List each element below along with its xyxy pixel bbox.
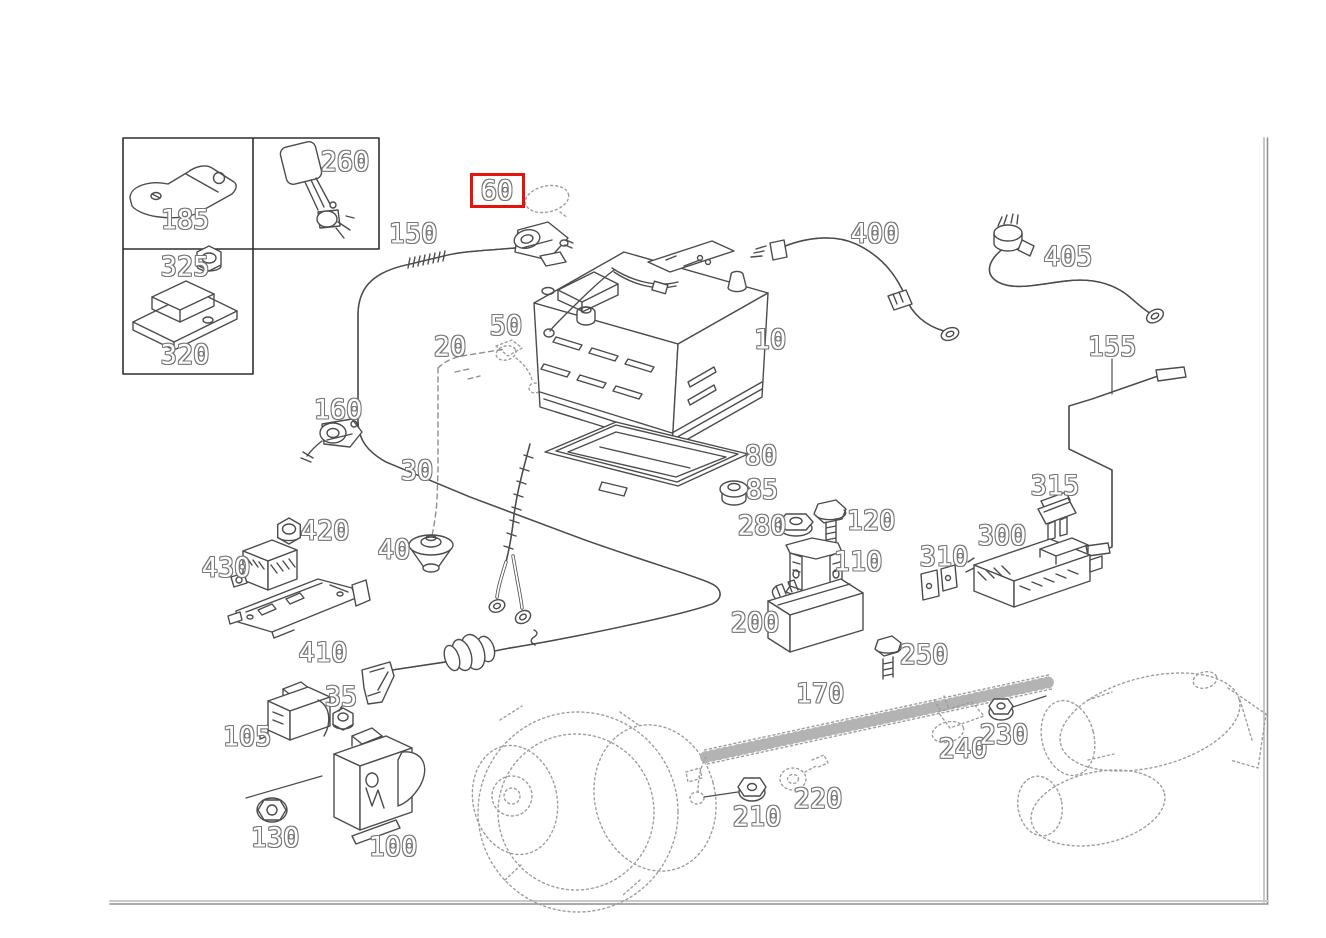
fuse-315 bbox=[1037, 491, 1077, 541]
callout-200[interactable]: 200 bbox=[730, 607, 780, 639]
callout-300[interactable]: 300 bbox=[977, 520, 1027, 552]
cable-170-ghost bbox=[685, 674, 1056, 805]
cable-boot bbox=[443, 629, 538, 672]
callout-430[interactable]: 430 bbox=[201, 552, 251, 584]
bracket-box-200 bbox=[767, 578, 864, 653]
clamp-60-ghost bbox=[524, 184, 570, 219]
callout-315[interactable]: 315 bbox=[1030, 470, 1080, 502]
callout-100[interactable]: 100 bbox=[368, 831, 418, 863]
nut-325 bbox=[196, 245, 222, 272]
terminal-cover-100 bbox=[245, 727, 426, 845]
callout-10[interactable]: 10 bbox=[753, 324, 787, 356]
battery-10 bbox=[533, 240, 769, 449]
callout-250[interactable]: 250 bbox=[899, 639, 949, 671]
callout-220[interactable]: 220 bbox=[793, 783, 843, 815]
callout-120[interactable]: 120 bbox=[846, 505, 896, 537]
fuse-links-310 bbox=[920, 564, 958, 601]
elbow-connector bbox=[361, 661, 395, 705]
bolt-120 bbox=[813, 499, 847, 547]
callout-280[interactable]: 280 bbox=[737, 510, 787, 542]
callout-50[interactable]: 50 bbox=[489, 310, 523, 342]
callout-130[interactable]: 130 bbox=[250, 822, 300, 854]
terminal-cover-105 bbox=[259, 681, 331, 741]
callout-80[interactable]: 80 bbox=[744, 440, 778, 472]
connector-260 bbox=[279, 140, 355, 239]
bolt-250 bbox=[874, 635, 902, 680]
cable-400 bbox=[750, 238, 960, 342]
callout-230[interactable]: 230 bbox=[979, 719, 1029, 751]
callout-325[interactable]: 325 bbox=[160, 251, 210, 283]
cable-405 bbox=[989, 213, 1165, 324]
bracket-185 bbox=[129, 165, 237, 219]
callout-30[interactable]: 30 bbox=[400, 455, 434, 487]
nut-280 bbox=[778, 513, 814, 537]
inset-table bbox=[122, 137, 380, 375]
clamp-160 bbox=[300, 418, 363, 463]
cable-150 bbox=[358, 246, 720, 673]
nut-420 bbox=[277, 517, 301, 545]
battery-tray-80 bbox=[544, 421, 749, 497]
callout-310[interactable]: 310 bbox=[919, 541, 969, 573]
viewport-frame bbox=[109, 137, 1269, 905]
callout-40[interactable]: 40 bbox=[377, 534, 411, 566]
callout-85[interactable]: 85 bbox=[745, 474, 779, 506]
cable-ring-terminals bbox=[488, 444, 534, 625]
grommet-85 bbox=[719, 480, 749, 506]
terminal-220-ghost bbox=[779, 754, 829, 791]
callout-405[interactable]: 405 bbox=[1043, 241, 1093, 273]
callout-160[interactable]: 160 bbox=[313, 394, 363, 426]
callout-320[interactable]: 320 bbox=[160, 339, 210, 371]
callout-170[interactable]: 170 bbox=[795, 678, 845, 710]
bolt-130 bbox=[256, 797, 288, 823]
bracket-410 bbox=[227, 578, 371, 639]
callout-410[interactable]: 410 bbox=[298, 637, 348, 669]
selection-highlight-box bbox=[470, 173, 525, 208]
cable-20-30-dashed bbox=[431, 348, 506, 537]
callout-400[interactable]: 400 bbox=[850, 218, 900, 250]
terminal-240-ghost bbox=[931, 695, 985, 744]
callout-420[interactable]: 420 bbox=[300, 515, 350, 547]
nut-210 bbox=[703, 777, 767, 802]
callout-150[interactable]: 150 bbox=[388, 218, 438, 250]
relay-430 bbox=[230, 539, 298, 591]
alternator-ghost bbox=[471, 705, 717, 913]
callout-185[interactable]: 185 bbox=[160, 204, 210, 236]
fuse-box-300 bbox=[965, 537, 1103, 608]
callout-110[interactable]: 110 bbox=[833, 546, 883, 578]
callout-60[interactable]: 60 bbox=[480, 175, 514, 207]
nut-230 bbox=[988, 695, 1047, 721]
nut-35 bbox=[332, 705, 354, 731]
mount-block-320 bbox=[132, 280, 238, 351]
callout-210[interactable]: 210 bbox=[732, 801, 782, 833]
grommet-40 bbox=[408, 534, 454, 573]
starter-ghost bbox=[1017, 671, 1267, 847]
callout-155[interactable]: 155 bbox=[1087, 331, 1137, 363]
callout-35[interactable]: 35 bbox=[324, 681, 358, 713]
callout-240[interactable]: 240 bbox=[938, 733, 988, 765]
callout-105[interactable]: 105 bbox=[222, 721, 272, 753]
callout-260[interactable]: 260 bbox=[320, 146, 370, 178]
callout-20[interactable]: 20 bbox=[433, 331, 467, 363]
terminal-clamp-60 bbox=[513, 221, 574, 267]
cable-155 bbox=[1067, 358, 1187, 557]
